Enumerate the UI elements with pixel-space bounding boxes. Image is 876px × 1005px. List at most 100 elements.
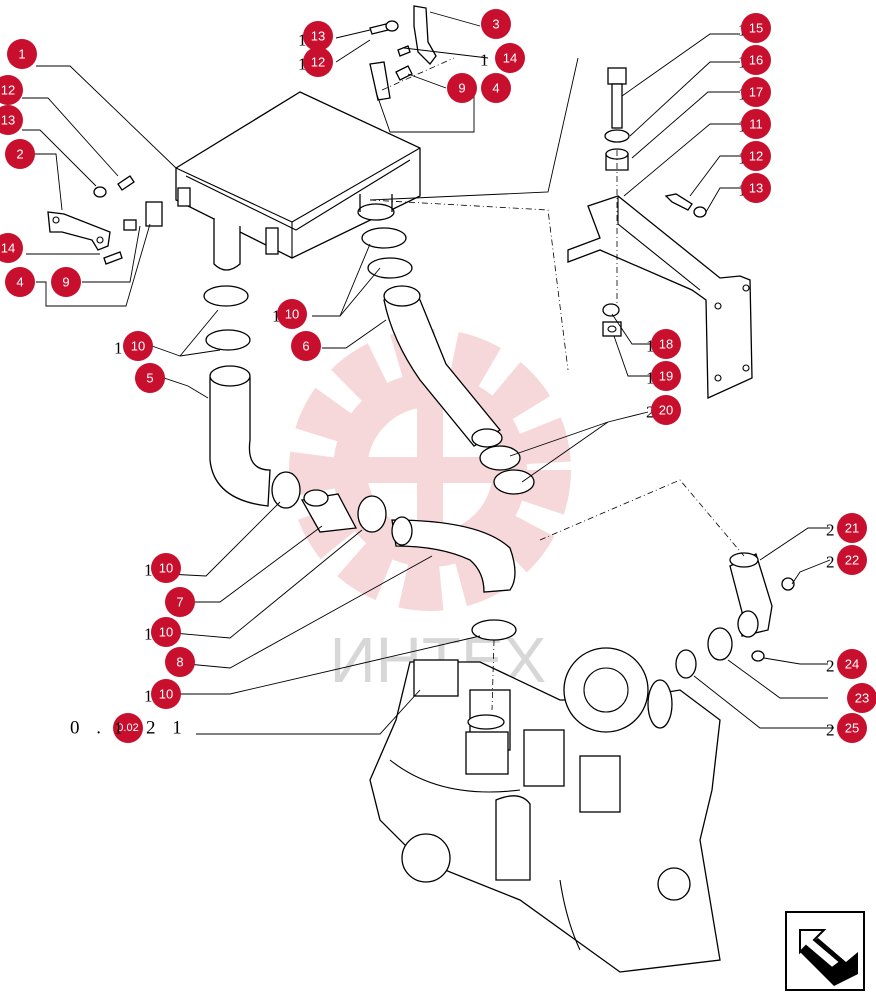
support-bracket[interactable] bbox=[567, 195, 753, 400]
callout-21[interactable]: 21 bbox=[837, 513, 867, 543]
ghost-digit: 1 bbox=[298, 55, 307, 74]
bolt-12-left[interactable] bbox=[117, 175, 135, 191]
callout-14[interactable]: 14 bbox=[0, 233, 23, 263]
callout-9[interactable]: 9 bbox=[51, 267, 81, 297]
ghost-digit: 1 bbox=[646, 369, 655, 388]
o-ring-25[interactable] bbox=[675, 649, 697, 679]
callout-13[interactable]: 13 bbox=[303, 21, 333, 51]
bolt-15[interactable] bbox=[607, 67, 627, 129]
callout-label: 23 bbox=[855, 691, 869, 706]
callout-label: 10 bbox=[131, 339, 145, 354]
callout-label: 15 bbox=[749, 21, 763, 36]
callout-7[interactable]: 7 bbox=[165, 587, 195, 617]
callout-14[interactable]: 14 bbox=[495, 43, 525, 73]
callout-5[interactable]: 5 bbox=[135, 363, 165, 393]
engine-block[interactable] bbox=[369, 647, 721, 973]
callout-8[interactable]: 8 bbox=[165, 647, 195, 677]
washer-18[interactable] bbox=[602, 303, 620, 317]
ghost-digit: 1 bbox=[272, 307, 281, 326]
callout-marker bbox=[837, 713, 867, 743]
axis-top bbox=[381, 57, 455, 91]
hose-5[interactable] bbox=[209, 365, 271, 507]
callout-label: 5 bbox=[146, 371, 153, 386]
callout-18[interactable]: 18 bbox=[651, 329, 681, 359]
return-button[interactable] bbox=[785, 911, 865, 991]
washer-13-right[interactable] bbox=[693, 206, 707, 218]
hose-8[interactable] bbox=[391, 516, 516, 593]
intercooler[interactable] bbox=[175, 91, 421, 271]
ghost-digit: 1 bbox=[114, 719, 123, 738]
washer-13-left[interactable] bbox=[93, 186, 107, 198]
callout-label: 12 bbox=[1, 83, 15, 98]
callout-22[interactable]: 22 bbox=[837, 545, 867, 575]
nut-19[interactable] bbox=[602, 321, 622, 337]
callout-label: 21 bbox=[845, 521, 859, 536]
callout-24[interactable]: 24 bbox=[837, 649, 867, 679]
callout-6[interactable]: 6 bbox=[291, 331, 321, 361]
callout-13[interactable]: 13 bbox=[0, 105, 23, 135]
clamp-20-a[interactable] bbox=[479, 445, 521, 471]
callout-label: 9 bbox=[458, 81, 465, 96]
rubber-block-left[interactable] bbox=[123, 201, 163, 231]
callout-2[interactable]: 2 bbox=[5, 139, 35, 169]
callout-10[interactable]: 10 bbox=[151, 553, 181, 583]
callout-marker bbox=[837, 649, 867, 679]
callout-11[interactable]: 11 bbox=[741, 109, 771, 139]
axis-elbow bbox=[539, 479, 745, 557]
clamp-23[interactable] bbox=[707, 627, 733, 661]
bracket-top[interactable] bbox=[369, 5, 437, 101]
ghost-digit: 2 bbox=[646, 403, 655, 422]
callout-23[interactable]: 23 bbox=[847, 683, 876, 713]
bracket-left[interactable] bbox=[47, 211, 111, 251]
callout-label: 12 bbox=[749, 149, 763, 164]
callout-marker bbox=[303, 47, 333, 77]
clamp-10-d[interactable] bbox=[205, 329, 251, 351]
callout-label: 24 bbox=[845, 657, 859, 672]
callout-13[interactable]: 13 bbox=[741, 173, 771, 203]
clamp-10-g[interactable] bbox=[471, 619, 517, 641]
clamp-10-b[interactable] bbox=[367, 257, 413, 279]
callout-4[interactable]: 4 bbox=[5, 267, 35, 297]
callout-20[interactable]: 20 bbox=[651, 395, 681, 425]
hose-6[interactable] bbox=[383, 285, 503, 448]
callout-17[interactable]: 17 bbox=[741, 77, 771, 107]
callout-3[interactable]: 3 bbox=[481, 9, 511, 39]
callout-10[interactable]: 10 bbox=[277, 299, 307, 329]
callout-10[interactable]: 10 bbox=[151, 617, 181, 647]
callout-1[interactable]: 1 bbox=[7, 39, 37, 69]
callout-marker bbox=[291, 331, 321, 361]
clamp-10-a[interactable] bbox=[361, 227, 407, 249]
callout-12[interactable]: 12 bbox=[0, 75, 23, 105]
hose-7[interactable] bbox=[300, 489, 358, 533]
callout-9[interactable]: 9 bbox=[447, 73, 477, 103]
callout-19[interactable]: 19 bbox=[651, 361, 681, 391]
callout-label: 20 bbox=[659, 403, 673, 418]
clamp-10-c[interactable] bbox=[203, 285, 249, 307]
clamp-10-f[interactable] bbox=[357, 495, 387, 533]
callout-label: 2 bbox=[16, 147, 23, 162]
elbow-21[interactable] bbox=[729, 552, 773, 638]
ghost-digit: 1 bbox=[298, 31, 307, 50]
washer-16[interactable] bbox=[604, 129, 630, 143]
callout-label: 7 bbox=[176, 595, 183, 610]
callout-4[interactable]: 4 bbox=[481, 73, 511, 103]
nut-24[interactable] bbox=[751, 650, 765, 662]
ghost-digit: 1 bbox=[144, 687, 153, 706]
callout-15[interactable]: 15 bbox=[741, 13, 771, 43]
callout-12[interactable]: 12 bbox=[303, 47, 333, 77]
callout-marker bbox=[165, 647, 195, 677]
bolt-12-right[interactable] bbox=[664, 193, 693, 211]
leader-lines bbox=[22, 11, 834, 735]
reference-group[interactable]: 0 . 0.02 2 1 bbox=[70, 713, 188, 743]
callout-10[interactable]: 10 bbox=[151, 679, 181, 709]
ghost-digit: 2 bbox=[826, 721, 835, 740]
clamp-10-e[interactable] bbox=[271, 471, 301, 509]
callout-16[interactable]: 16 bbox=[741, 45, 771, 75]
plug-22[interactable] bbox=[781, 577, 795, 591]
reference-suffix: 2 1 bbox=[146, 718, 188, 739]
callout-25[interactable]: 25 bbox=[837, 713, 867, 743]
callout-12[interactable]: 12 bbox=[741, 141, 771, 171]
bolt-14-left[interactable] bbox=[103, 251, 123, 265]
callout-10[interactable]: 10 bbox=[123, 331, 153, 361]
clamp-20-b[interactable] bbox=[493, 469, 535, 495]
